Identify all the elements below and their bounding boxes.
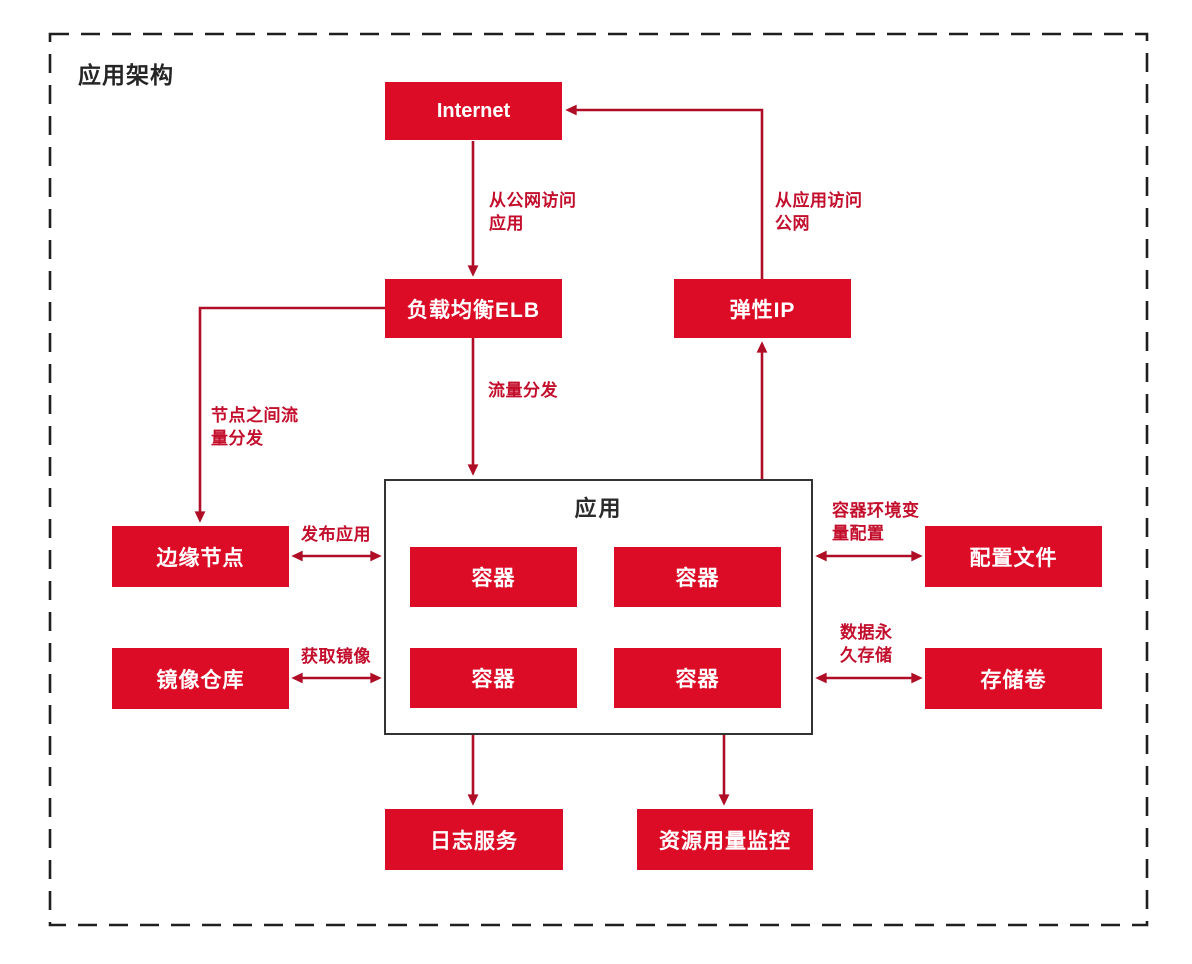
node-container-2: 容器 [614, 547, 781, 607]
node-eip: 弹性IP [674, 279, 851, 338]
edge-label-publish-app: 发布应用 [301, 525, 371, 544]
connector-elb-to-edge-node [194, 306, 385, 523]
node-elb: 负载均衡ELB [385, 279, 562, 338]
node-internet: Internet [385, 82, 562, 140]
edge-label-public-to-app: 从公网访问 应用 [489, 191, 577, 233]
node-image-repo: 镜像仓库 [112, 648, 289, 709]
diagram-title: 应用架构 [78, 62, 174, 88]
edge-label-pull-image: 获取镜像 [301, 647, 371, 666]
node-container-4: 容器 [614, 648, 781, 708]
node-container-3: 容器 [410, 648, 577, 708]
edge-label-container-env-config: 容器环境变 量配置 [832, 501, 920, 543]
edge-label-node-traffic-distribution: 节点之间流 量分发 [211, 406, 299, 448]
edge-label-data-persistence: 数据永 久存储 [840, 623, 893, 665]
node-storage-volume: 存储卷 [925, 648, 1102, 709]
node-container-1: 容器 [410, 547, 577, 607]
app-group-label: 应用 [574, 496, 623, 521]
node-config-file: 配置文件 [925, 526, 1102, 587]
edge-label-traffic-distribution: 流量分发 [488, 381, 558, 400]
edge-label-app-to-public: 从应用访问 公网 [775, 191, 863, 233]
node-resource-monitor: 资源用量监控 [637, 809, 813, 870]
node-log-service: 日志服务 [385, 809, 563, 870]
connector-eip-to-internet [565, 104, 764, 279]
node-edge-node: 边缘节点 [112, 526, 289, 587]
